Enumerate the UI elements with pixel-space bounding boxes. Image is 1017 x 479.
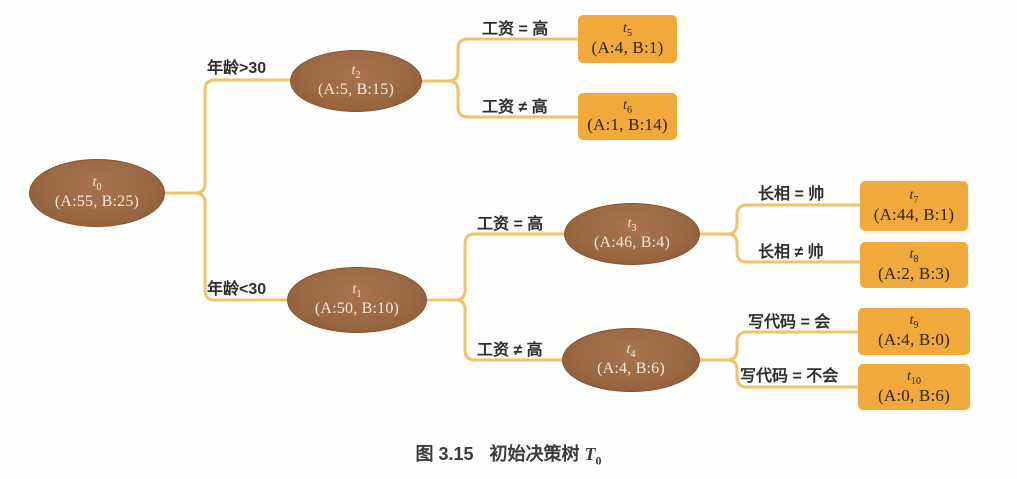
edge-label-t3-t8: 长相 ≠ 帅 <box>758 244 824 261</box>
node-t1: t1 (A:50, B:10) <box>287 267 427 333</box>
node-t10-counts: (A:0, B:6) <box>878 385 950 405</box>
node-t0-counts: (A:55, B:25) <box>54 192 140 210</box>
node-t5-id: t5 <box>623 20 632 39</box>
node-t3: t3 (A:46, B:4) <box>564 203 700 265</box>
node-t1-counts: (A:50, B:10) <box>314 299 400 317</box>
node-t8-counts: (A:2, B:3) <box>878 263 950 283</box>
node-t4: t4 (A:4, B:6) <box>562 328 700 392</box>
node-t10: t10 (A:0, B:6) <box>858 364 970 410</box>
node-t8: t8 (A:2, B:3) <box>860 242 968 288</box>
node-t10-id: t10 <box>907 368 921 387</box>
edge-label-t0-t1: 年龄<30 <box>207 281 267 298</box>
caption-number: 图 3.15 <box>415 444 474 464</box>
node-t2-id: t2 <box>351 62 361 81</box>
node-t5: t5 (A:4, B:1) <box>578 15 677 63</box>
node-t2: t2 (A:5, B:15) <box>290 50 422 112</box>
node-t6-id: t6 <box>623 98 632 117</box>
node-t9-id: t9 <box>909 313 919 332</box>
edge-label-t4-t9: 写代码 = 会 <box>748 314 831 331</box>
edge-label-t2-t6: 工资 ≠ 高 <box>482 99 548 116</box>
node-t9: t9 (A:4, B:0) <box>858 308 970 355</box>
node-t1-id: t1 <box>352 281 362 300</box>
edge-t2-t5 <box>418 37 582 83</box>
edge-t4-t10 <box>696 358 862 389</box>
node-t4-counts: (A:4, B:6) <box>597 359 665 377</box>
caption-title: 初始决策树 <box>489 444 580 464</box>
node-t6: t6 (A:1, B:14) <box>578 93 677 140</box>
edge-t1-t4 <box>423 298 566 362</box>
edge-label-t2-t5: 工资 = 高 <box>482 21 549 38</box>
node-t7-id: t7 <box>909 187 919 206</box>
node-t7: t7 (A:44, B:1) <box>860 181 968 231</box>
node-t9-counts: (A:4, B:0) <box>878 330 950 350</box>
node-t0-id: t0 <box>92 174 102 193</box>
edge-label-t1-t4: 工资 ≠ 高 <box>477 342 543 359</box>
edge-t2-t6 <box>418 79 582 119</box>
node-t7-counts: (A:44, B:1) <box>873 204 955 224</box>
edge-t0-t2 <box>158 78 293 195</box>
caption-symbol: T0 <box>584 444 602 468</box>
edge-label-t3-t7: 长相 = 帅 <box>758 186 825 203</box>
node-t4-id: t4 <box>626 341 636 360</box>
edge-label-t1-t3: 工资 = 高 <box>477 216 544 233</box>
node-t6-counts: (A:1, B:14) <box>587 115 668 135</box>
node-t5-counts: (A:4, B:1) <box>591 37 664 57</box>
node-t0: t0 (A:55, B:25) <box>29 159 165 227</box>
node-t2-counts: (A:5, B:15) <box>318 80 394 98</box>
edge-t3-t8 <box>697 232 864 264</box>
edge-t3-t7 <box>697 203 864 236</box>
node-t8-id: t8 <box>909 246 919 265</box>
edge-label-t0-t2: 年龄>30 <box>207 60 267 77</box>
node-t3-counts: (A:46, B:4) <box>594 233 670 251</box>
edge-t0-t1 <box>158 191 290 302</box>
edge-t4-t9 <box>696 330 862 362</box>
edge-t1-t3 <box>423 232 567 302</box>
node-t3-id: t3 <box>627 215 637 234</box>
edge-label-t4-t10: 写代码 = 不会 <box>740 368 839 385</box>
